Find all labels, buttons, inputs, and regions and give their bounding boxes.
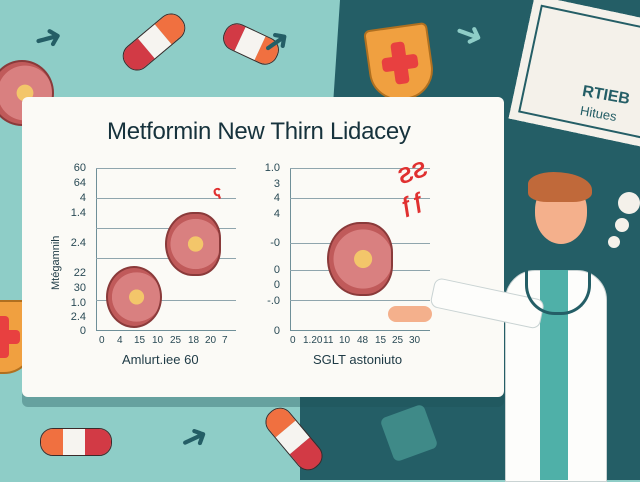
y-axis [290,168,291,330]
x-tick: 15 [375,335,387,346]
x-tick: 7 [222,335,228,346]
y-tick: 1.4 [70,207,86,219]
x-tick: 25 [170,335,182,346]
x-tick: 10 [152,335,164,346]
pointing-hand [388,306,432,322]
y-tick: 0 [273,279,280,291]
y-tick: 1.0 [70,297,86,309]
x-tick: 15 [134,335,146,346]
pill-icon [40,428,112,456]
x-tick: 25 [392,335,404,346]
kidney-icon [327,222,393,296]
y-tick: 60 [73,162,86,174]
y-tick: 2.4 [70,237,86,249]
doctor-hair [528,172,592,202]
thought-bubble [615,218,629,232]
kidney-icon [106,266,162,328]
chart-title: Metformin New Thirn Lidacey [107,118,411,145]
x-tick: 48 [357,335,369,346]
x-axis-label: SGLT astoniuto [313,352,403,367]
y-tick: -.0 [267,295,280,307]
x-tick: 0 [99,335,105,346]
y-tick: 22 [73,267,86,279]
x-tick: 30 [409,335,421,346]
x-axis [96,330,236,331]
kidney-icon [165,212,221,276]
x-tick: 10 [339,335,351,346]
x-tick: 11 [323,335,334,346]
stethoscope-icon [525,262,591,315]
thought-bubble [608,236,620,248]
x-tick: 0 [290,335,296,346]
x-axis [290,330,430,331]
x-tick: 18 [188,335,200,346]
x-axis-label: Amlurt.iee 60 [122,352,199,367]
y-tick: 1.0 [264,162,280,174]
y-tick: 64 [73,177,86,189]
thought-bubble [618,192,640,214]
y-tick: 30 [73,282,86,294]
y-tick: 0 [273,325,280,337]
presentation-board [22,97,504,397]
y-axis-label: Mtégamnih [50,235,62,290]
y-tick: 0 [79,325,86,337]
x-tick: 1.20 [303,335,323,346]
y-tick: 4 [79,192,86,204]
y-tick: 4 [273,208,280,220]
x-tick: 4 [117,335,123,346]
y-tick: 0 [273,264,280,276]
x-tick: 20 [205,335,217,346]
y-tick: -0 [270,237,280,249]
y-tick: 2.4 [70,311,86,323]
y-tick: 4 [273,192,280,204]
y-axis [96,168,97,330]
y-tick: 3 [273,178,280,190]
